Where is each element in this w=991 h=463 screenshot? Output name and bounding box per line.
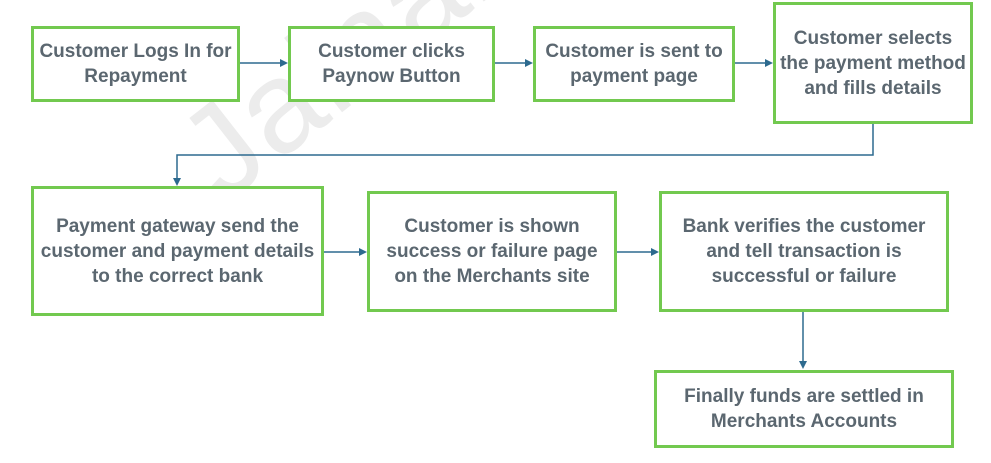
connector-4-5 [173, 124, 874, 186]
step-label: Customer selects the payment method and … [780, 27, 966, 99]
step-box-settlement: Finally funds are settled in Merchants A… [654, 370, 954, 448]
step-label: Bank verifies the customer and tell tran… [682, 216, 926, 287]
step-box-result-page: Customer is shown success or failure pag… [367, 191, 617, 312]
connector-5-6 [324, 248, 367, 256]
step-box-login: Customer Logs In for Repayment [31, 26, 240, 102]
step-box-bank-verify: Bank verifies the customer and tell tran… [659, 191, 949, 312]
step-box-paynow: Customer clicks Paynow Button [288, 26, 495, 102]
connector-3-4 [735, 59, 773, 67]
connector-1-2 [240, 59, 288, 67]
step-label: Customer Logs In for Repayment [39, 41, 232, 87]
step-label: Customer is sent to payment page [545, 41, 723, 87]
step-box-select-method: Customer selects the payment method and … [773, 2, 973, 124]
step-box-payment-page: Customer is sent to payment page [533, 26, 735, 102]
connector-7-8 [799, 311, 807, 369]
connector-6-7 [617, 248, 659, 256]
step-label: Payment gateway send the customer and pa… [40, 215, 315, 287]
step-label: Finally funds are settled in Merchants A… [684, 386, 924, 432]
connector-2-3 [495, 59, 533, 67]
step-label: Customer is shown success or failure pag… [386, 216, 598, 287]
step-box-gateway: Payment gateway send the customer and pa… [31, 186, 324, 316]
step-label: Customer clicks Paynow Button [318, 41, 465, 87]
